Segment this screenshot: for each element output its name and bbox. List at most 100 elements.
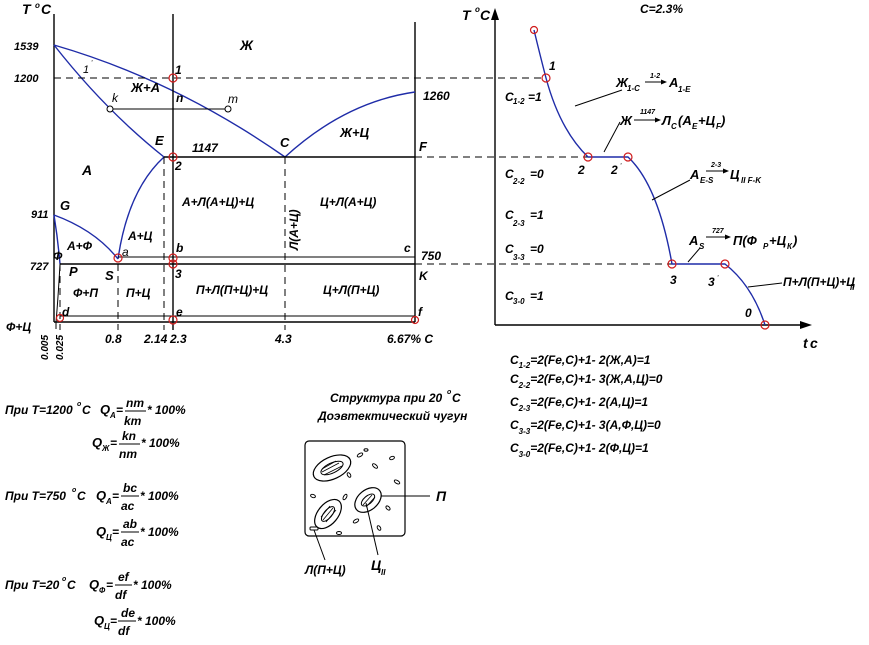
- phase-rule-equations: C1-2=2(Fe,C)+1- 2(Ж,А)=1 C2-2=2(Fe,C)+1-…: [510, 353, 663, 459]
- svg-text:C: C: [67, 578, 76, 592]
- svg-text:А: А: [689, 167, 699, 182]
- svg-text:S: S: [699, 242, 705, 251]
- svg-text:Q: Q: [94, 613, 104, 628]
- label-E: E: [155, 133, 164, 148]
- label-e: e: [176, 305, 183, 319]
- svg-text:1-С: 1-С: [627, 84, 640, 93]
- lever-rule: При Т=1200 o C Q А = nm km * 100% Q Ж = …: [5, 396, 186, 638]
- svg-text:+Ц: +Ц: [769, 233, 787, 248]
- region-liquid-austenite: Ж+А: [130, 80, 160, 95]
- region-liquid-cementite: Ж+Ц: [339, 125, 370, 140]
- composition-title: C=2.3%: [640, 2, 683, 16]
- region-ledeburite-vertical: Л(А+Ц): [287, 209, 301, 251]
- svg-text:(А: (А: [678, 113, 692, 128]
- cooling-point-2p: [623, 152, 633, 162]
- eq-1: C1-2=2(Fe,C)+1- 2(Ж,А)=1: [510, 353, 651, 370]
- label-1260: 1260: [423, 89, 450, 103]
- pearlite-grain-3: [354, 487, 382, 513]
- point-f: [410, 315, 420, 325]
- cooling-label-2p: 2: [610, 163, 618, 177]
- svg-text:=: =: [110, 614, 117, 628]
- svg-text:Q: Q: [92, 435, 102, 450]
- label-pearlite: П: [436, 488, 447, 504]
- label-b: b: [176, 241, 183, 255]
- freedom-c12: C: [505, 90, 514, 104]
- time-axis-unit: c: [810, 335, 818, 351]
- svg-text:1-Е: 1-Е: [678, 85, 691, 94]
- freedom-c33: C: [505, 242, 514, 256]
- svg-text:Q: Q: [89, 577, 99, 592]
- svg-text:=0: =0: [530, 242, 544, 256]
- svg-text:=1: =1: [530, 289, 544, 303]
- svg-text:2-3: 2-3: [710, 162, 721, 169]
- label-point-2: 2: [174, 159, 182, 173]
- region-liquid: Ж: [239, 37, 254, 53]
- svg-text:П+Л(П+Ц)+Ц: П+Л(П+Ц)+Ц: [783, 275, 855, 289]
- svg-text:o: o: [72, 487, 77, 494]
- svg-text:Е-S: Е-S: [700, 176, 714, 185]
- temp-1200: 1200: [14, 73, 39, 85]
- eq-5: C3-0=2(Fe,C)+1- 2(Ф,Ц)=1: [510, 441, 649, 459]
- region-austenite: А: [81, 162, 92, 178]
- svg-text:Ц: Ц: [730, 167, 740, 182]
- svg-text:Р: Р: [763, 242, 769, 251]
- svg-text:Е: Е: [692, 122, 698, 131]
- reaction-5: П+Л(П+Ц)+Ц II: [783, 275, 855, 292]
- svg-text:С: С: [671, 122, 677, 131]
- point-b: [168, 253, 178, 263]
- svg-text:=: =: [112, 489, 119, 503]
- svg-text:Ц: Ц: [106, 533, 112, 542]
- structure-title: Структура при 20: [330, 391, 442, 405]
- label-C: C: [280, 135, 290, 150]
- freedom-labels: C 1-2 =1 C 2-2 =0 C 2-3 =1 C 3-3 =0 C 3-…: [505, 90, 544, 306]
- cooling-label-0: 0: [745, 306, 752, 320]
- pearlite-grain-2: [314, 498, 342, 530]
- t-axis-label-right: T: [462, 7, 472, 23]
- tick-2-3: 2.3: [169, 332, 187, 346]
- region-cem-ledeburite: Ц+Л(А+Ц): [320, 195, 376, 209]
- phase-diagram: T o C 1539 1200 911 727 0.005 0.025 0.8 …: [6, 1, 672, 360]
- label-a: a: [122, 245, 129, 259]
- label-phi: Ф: [53, 249, 63, 263]
- svg-text:o: o: [77, 401, 82, 408]
- label-F: F: [419, 139, 428, 154]
- svg-text:nm: nm: [126, 396, 144, 410]
- svg-text:kn: kn: [122, 429, 136, 443]
- lever-head-20: При Т=20: [5, 578, 60, 592]
- svg-text:ac: ac: [121, 535, 135, 549]
- svg-text:=1: =1: [528, 90, 542, 104]
- svg-text:3-0: 3-0: [513, 297, 525, 306]
- label-point-1: 1: [175, 63, 182, 77]
- acm-es: [117, 156, 165, 260]
- svg-text:=1: =1: [530, 208, 544, 222]
- temp-911: 911: [31, 209, 49, 221]
- svg-text:C: C: [82, 403, 91, 417]
- region-fer-cem3: Ф+Ц: [6, 320, 31, 334]
- svg-text:df: df: [115, 588, 127, 602]
- label-S: S: [105, 268, 114, 283]
- freedom-c22: C: [505, 167, 514, 181]
- point-e: [168, 315, 178, 325]
- svg-text:Q: Q: [96, 488, 106, 503]
- svg-text:C: C: [77, 489, 86, 503]
- svg-text:Q: Q: [96, 524, 106, 539]
- lever-head-750: При Т=750: [5, 489, 66, 503]
- svg-text:727: 727: [712, 228, 725, 235]
- cooling-label-3p: 3: [708, 275, 715, 289]
- cooling-point-1: [541, 73, 551, 83]
- t-axis-unit-left: C: [41, 1, 52, 17]
- reaction-4: А S 727 П(Ф Р +Ц К ): [688, 228, 797, 251]
- svg-text:* 100%: * 100%: [140, 525, 179, 539]
- svg-text:II: II: [850, 283, 855, 292]
- cooling-label-2: 2: [577, 163, 585, 177]
- cooling-point-0: [760, 320, 770, 330]
- microstructure: Структура при 20 o С Доэвтектический чуг…: [304, 389, 468, 577]
- svg-text:de: de: [121, 606, 135, 620]
- label-f: f: [418, 305, 423, 319]
- eq-2: C2-2=2(Fe,C)+1- 3(Ж,А,Ц)=0: [510, 372, 663, 390]
- svg-text:* 100%: * 100%: [141, 436, 180, 450]
- cooling-label-3: 3: [670, 273, 677, 287]
- svg-text:Q: Q: [100, 402, 110, 417]
- label-n: n: [176, 91, 183, 105]
